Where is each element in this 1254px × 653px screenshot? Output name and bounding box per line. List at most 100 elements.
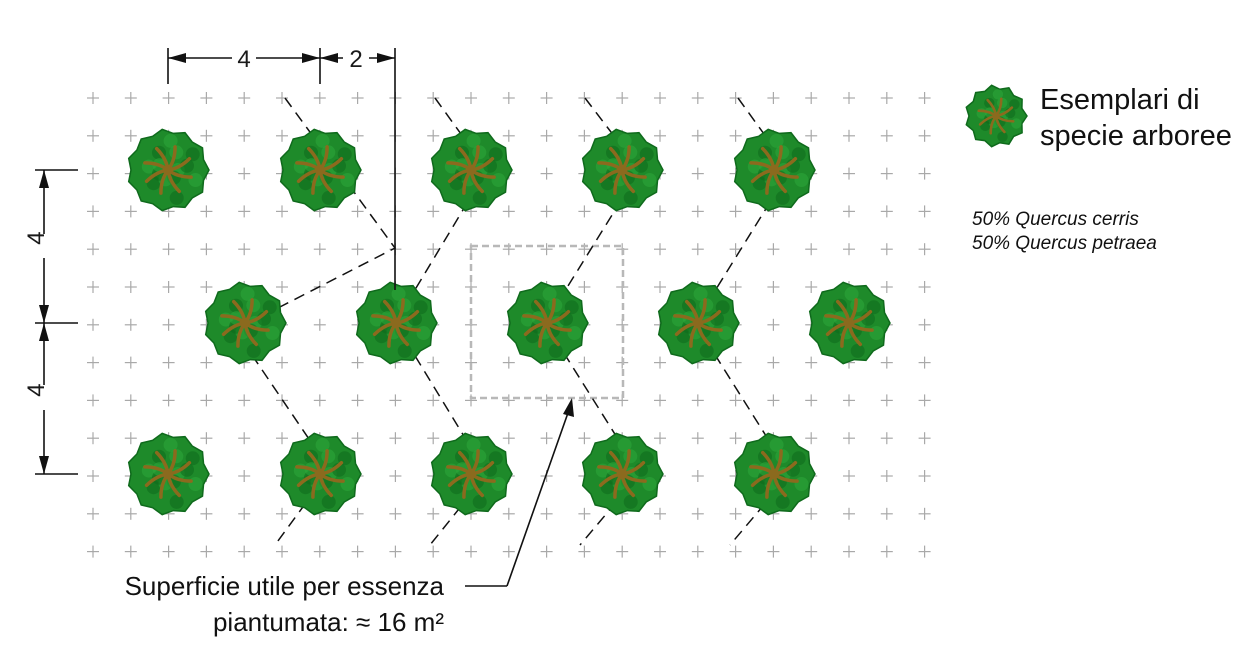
- grid-cross: [87, 243, 99, 256]
- grid-cross: [238, 129, 251, 142]
- grid-crosses: [87, 92, 931, 558]
- grid-cross: [87, 545, 99, 558]
- grid-cross: [805, 432, 818, 445]
- grid-cross: [276, 243, 288, 256]
- grid-cross: [238, 432, 251, 445]
- tree-symbol: [733, 432, 816, 516]
- grid-cross: [654, 205, 666, 218]
- grid-cross: [200, 281, 213, 293]
- grid-cross: [465, 545, 477, 558]
- grid-cross: [918, 507, 931, 520]
- grid-cross: [880, 432, 893, 445]
- grid-cross: [843, 545, 855, 558]
- grid-cross: [502, 356, 515, 369]
- grid-cross: [729, 129, 742, 142]
- grid-cross: [805, 205, 818, 218]
- grid-cross: [389, 545, 402, 558]
- dim-horizontal-2-label: 2: [349, 46, 362, 73]
- grid-cross: [351, 432, 364, 445]
- grid-cross: [276, 92, 288, 104]
- grid-cross: [87, 470, 99, 482]
- grid-cross: [880, 281, 893, 293]
- grid-cross: [238, 243, 251, 256]
- grid-cross: [276, 281, 288, 293]
- useful-area-square: [469, 244, 625, 400]
- grid-cross: [843, 507, 855, 520]
- grid-cross: [238, 167, 251, 180]
- grid-cross: [918, 318, 931, 331]
- area-caption: Superficie utile per essenza piantumata:…: [125, 568, 444, 640]
- grid-cross: [918, 167, 931, 180]
- legend-title: Esemplari di specie arboree: [1040, 82, 1232, 154]
- area-caption-line1: Superficie utile per essenza: [124, 571, 444, 601]
- grid-cross: [427, 129, 440, 142]
- grid-cross: [729, 281, 742, 293]
- grid-cross: [427, 432, 440, 445]
- grid-cross: [238, 507, 251, 520]
- grid-cross: [313, 243, 326, 256]
- grid-cross: [918, 394, 931, 407]
- grid-cross: [880, 167, 893, 180]
- grid-cross: [918, 470, 931, 482]
- grid-cross: [767, 281, 780, 293]
- grid-cross: [805, 394, 818, 407]
- grid-cross: [691, 205, 704, 218]
- grid-cross: [880, 92, 893, 104]
- grid-cross: [729, 92, 742, 104]
- grid-cross: [918, 243, 931, 256]
- grid-cross: [313, 394, 326, 407]
- grid-cross: [87, 507, 99, 520]
- grid-cross: [313, 92, 326, 104]
- grid-cross: [427, 281, 440, 293]
- grid-cross: [578, 281, 591, 293]
- grid-cross: [200, 129, 213, 142]
- grid-cross: [465, 92, 477, 104]
- grid-cross: [200, 507, 213, 520]
- grid-cross: [389, 432, 402, 445]
- grid-cross: [389, 470, 402, 482]
- grid-cross: [313, 318, 326, 331]
- grid-cross: [427, 545, 440, 558]
- grid-cross: [691, 167, 704, 180]
- grid-cross: [880, 205, 893, 218]
- grid-cross: [162, 394, 175, 407]
- grid-cross: [351, 281, 364, 293]
- grid-cross: [162, 243, 175, 256]
- grid-cross: [87, 281, 99, 293]
- grid-cross: [200, 92, 213, 104]
- grid-cross: [540, 432, 553, 445]
- grid-cross: [691, 545, 704, 558]
- grid-cross: [502, 432, 515, 445]
- area-caption-line2: piantumata: ≈ 16 m²: [212, 607, 444, 637]
- tree-symbol: [127, 432, 210, 516]
- grid-cross: [880, 129, 893, 142]
- grid-cross: [540, 167, 553, 180]
- grid-cross: [238, 92, 251, 104]
- grid-cross: [767, 545, 780, 558]
- grid-cross: [767, 356, 780, 369]
- grid-cross: [351, 243, 364, 256]
- dimension-vertical: [35, 169, 78, 475]
- grid-cross: [843, 129, 855, 142]
- grid-cross: [540, 129, 553, 142]
- tree-symbol: [808, 281, 891, 365]
- grid-cross: [767, 318, 780, 331]
- grid-cross: [805, 281, 818, 293]
- grid-cross: [351, 545, 364, 558]
- grid-cross: [918, 129, 931, 142]
- tree-symbol: [581, 432, 664, 516]
- grid-cross: [654, 545, 666, 558]
- grid-cross: [276, 432, 288, 445]
- grid-cross: [729, 243, 742, 256]
- grid-cross: [502, 394, 515, 407]
- grid-cross: [805, 545, 818, 558]
- grid-cross: [540, 243, 553, 256]
- grid-cross: [200, 243, 213, 256]
- grid-cross: [502, 507, 515, 520]
- grid-cross: [87, 394, 99, 407]
- grid-cross: [313, 356, 326, 369]
- grid-cross: [578, 356, 591, 369]
- grid-cross: [805, 129, 818, 142]
- grid-cross: [654, 243, 666, 256]
- tree-symbol: [506, 281, 589, 365]
